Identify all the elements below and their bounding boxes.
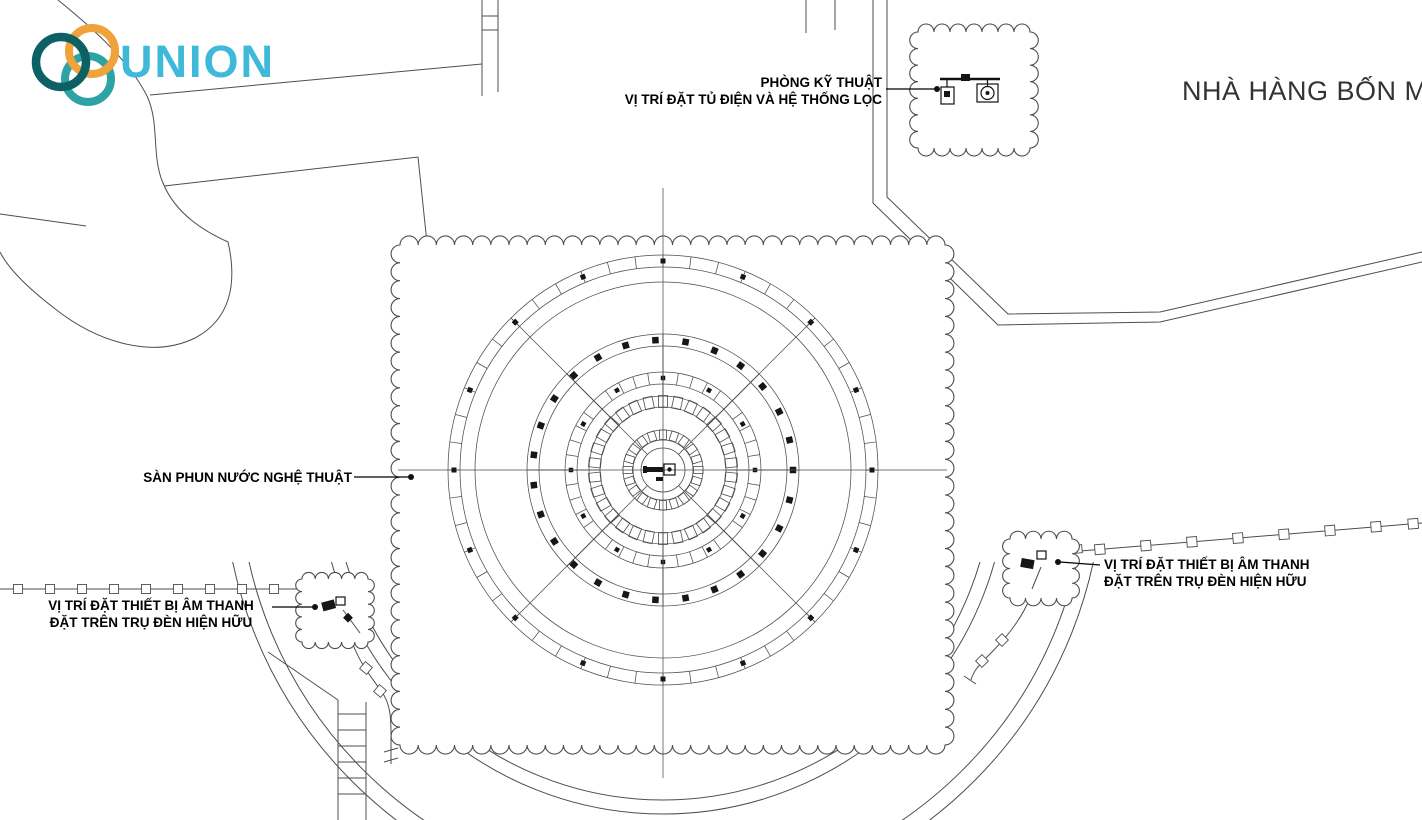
fountain-revision-cloud xyxy=(390,235,955,755)
equipment-symbols xyxy=(321,74,1047,634)
revision-clouds xyxy=(295,23,1080,755)
site-line xyxy=(886,0,1422,315)
tech-room-revision-cloud xyxy=(909,23,1039,157)
logo-ring-dark xyxy=(31,32,91,92)
fountain-label: SÀN PHUN NƯỚC NGHỆ THUẬT xyxy=(143,470,352,485)
logo-ring-orange xyxy=(65,24,119,78)
tech-room-label-line1: PHÒNG KỸ THUẬT xyxy=(760,75,883,90)
tech-room-label-line2: VỊ TRÍ ĐẶT TỦ ĐIỆN VÀ HỆ THỐNG LỌC xyxy=(624,92,882,107)
site-line xyxy=(149,63,483,96)
sound-left-leader-dot xyxy=(312,604,318,610)
sound-right-leader-dot xyxy=(1055,559,1061,565)
sound-label-right-line2: ĐẶT TRÊN TRỤ ĐÈN HIỆN HỮU xyxy=(1104,574,1307,589)
site-line xyxy=(872,0,1422,326)
plaza-walkway-arcs xyxy=(232,562,1094,820)
sound-label-right: VỊ TRÍ ĐẶT THIẾT BỊ ÂM THANH ĐẶT TRÊN TR… xyxy=(1104,556,1384,590)
fountain-leader-dot xyxy=(408,474,414,480)
fountain-plan xyxy=(398,188,947,778)
site-line xyxy=(0,213,87,227)
tech-equipment-icon xyxy=(940,74,1000,105)
sound-label-left-line2: ĐẶT TRÊN TRỤ ĐÈN HIỆN HỮU xyxy=(49,615,253,630)
site-line xyxy=(163,156,428,244)
speaker-right-icon xyxy=(1020,550,1047,590)
restaurant-name-label: NHÀ HÀNG BỐN MÙA xyxy=(1182,76,1422,106)
speaker-left-icon xyxy=(321,596,361,634)
tech-room-leader-dot xyxy=(934,86,940,92)
union-logo-rings xyxy=(31,24,119,106)
planting-bed-outline xyxy=(0,0,233,348)
sound-label-right-line1: VỊ TRÍ ĐẶT THIẾT BỊ ÂM THANH xyxy=(1104,557,1310,572)
leader-lines xyxy=(272,86,1101,610)
sound-right-revision-cloud xyxy=(1002,530,1080,607)
light-pole-chains xyxy=(0,517,1422,795)
site-line xyxy=(267,651,339,701)
sound-right-leader xyxy=(1059,561,1101,566)
sound-label-left: VỊ TRÍ ĐẶT THIẾT BỊ ÂM THANH ĐẶT TRÊN TR… xyxy=(28,597,274,631)
sound-label-left-line1: VỊ TRÍ ĐẶT THIẾT BỊ ÂM THANH xyxy=(48,598,254,613)
logo-text: UNION xyxy=(120,36,275,87)
sound-left-revision-cloud xyxy=(295,571,375,650)
tech-room-label: PHÒNG KỸ THUẬT VỊ TRÍ ĐẶT TỦ ĐIỆN VÀ HỆ … xyxy=(430,74,882,108)
